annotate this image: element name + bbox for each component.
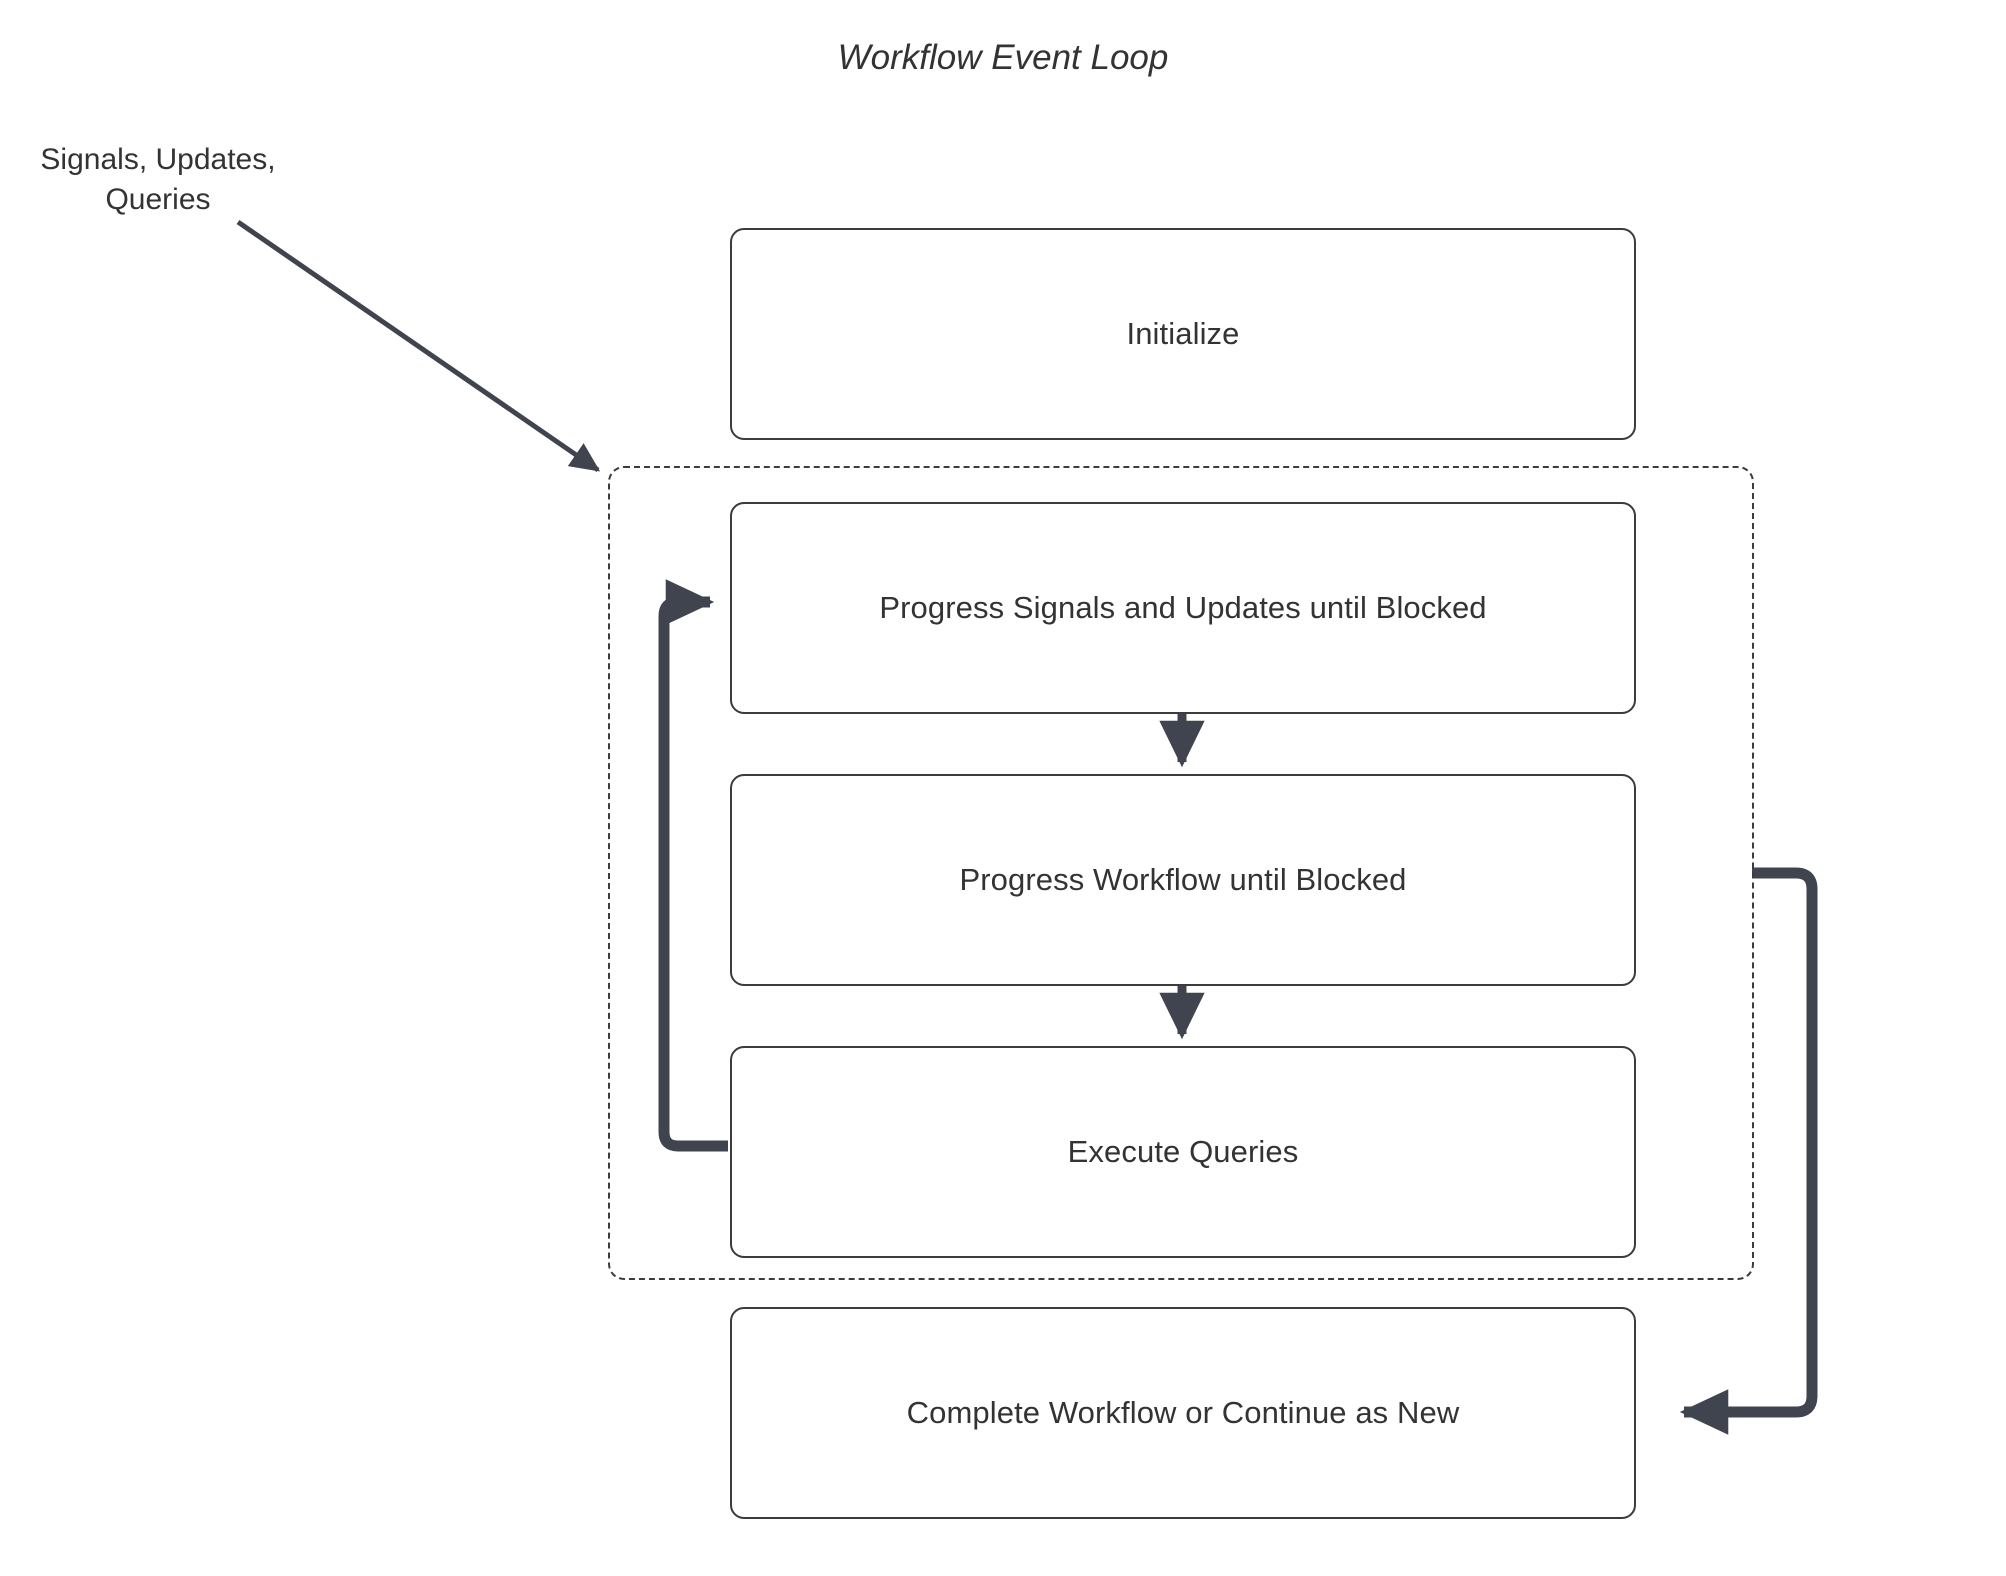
node-progress-workflow[interactable]: Progress Workflow until Blocked	[730, 774, 1636, 986]
node-complete-workflow[interactable]: Complete Workflow or Continue as New	[730, 1307, 1636, 1519]
node-progress-workflow-label: Progress Workflow until Blocked	[959, 861, 1407, 897]
external-input-label: Signals, Updates, Queries	[18, 140, 298, 220]
node-progress-signals-label: Progress Signals and Updates until Block…	[879, 589, 1487, 625]
node-initialize[interactable]: Initialize	[730, 228, 1636, 440]
node-complete-workflow-label: Complete Workflow or Continue as New	[906, 1394, 1460, 1430]
node-execute-queries[interactable]: Execute Queries	[730, 1046, 1636, 1258]
node-execute-queries-label: Execute Queries	[1067, 1133, 1299, 1169]
event-loop-group-container	[608, 466, 1754, 1280]
external-input-line-1: Signals, Updates,	[40, 143, 276, 176]
edge-execute-queries-loop-back	[658, 579, 728, 1152]
node-progress-signals[interactable]: Progress Signals and Updates until Block…	[730, 502, 1636, 714]
page-title: Workflow Event Loop	[837, 38, 1169, 77]
edge-signals-to-loop	[236, 219, 601, 473]
external-input-line-2: Queries	[105, 182, 211, 216]
node-initialize-label: Initialize	[1126, 315, 1240, 351]
edge-loop-to-complete-workflow	[1679, 867, 1818, 1435]
